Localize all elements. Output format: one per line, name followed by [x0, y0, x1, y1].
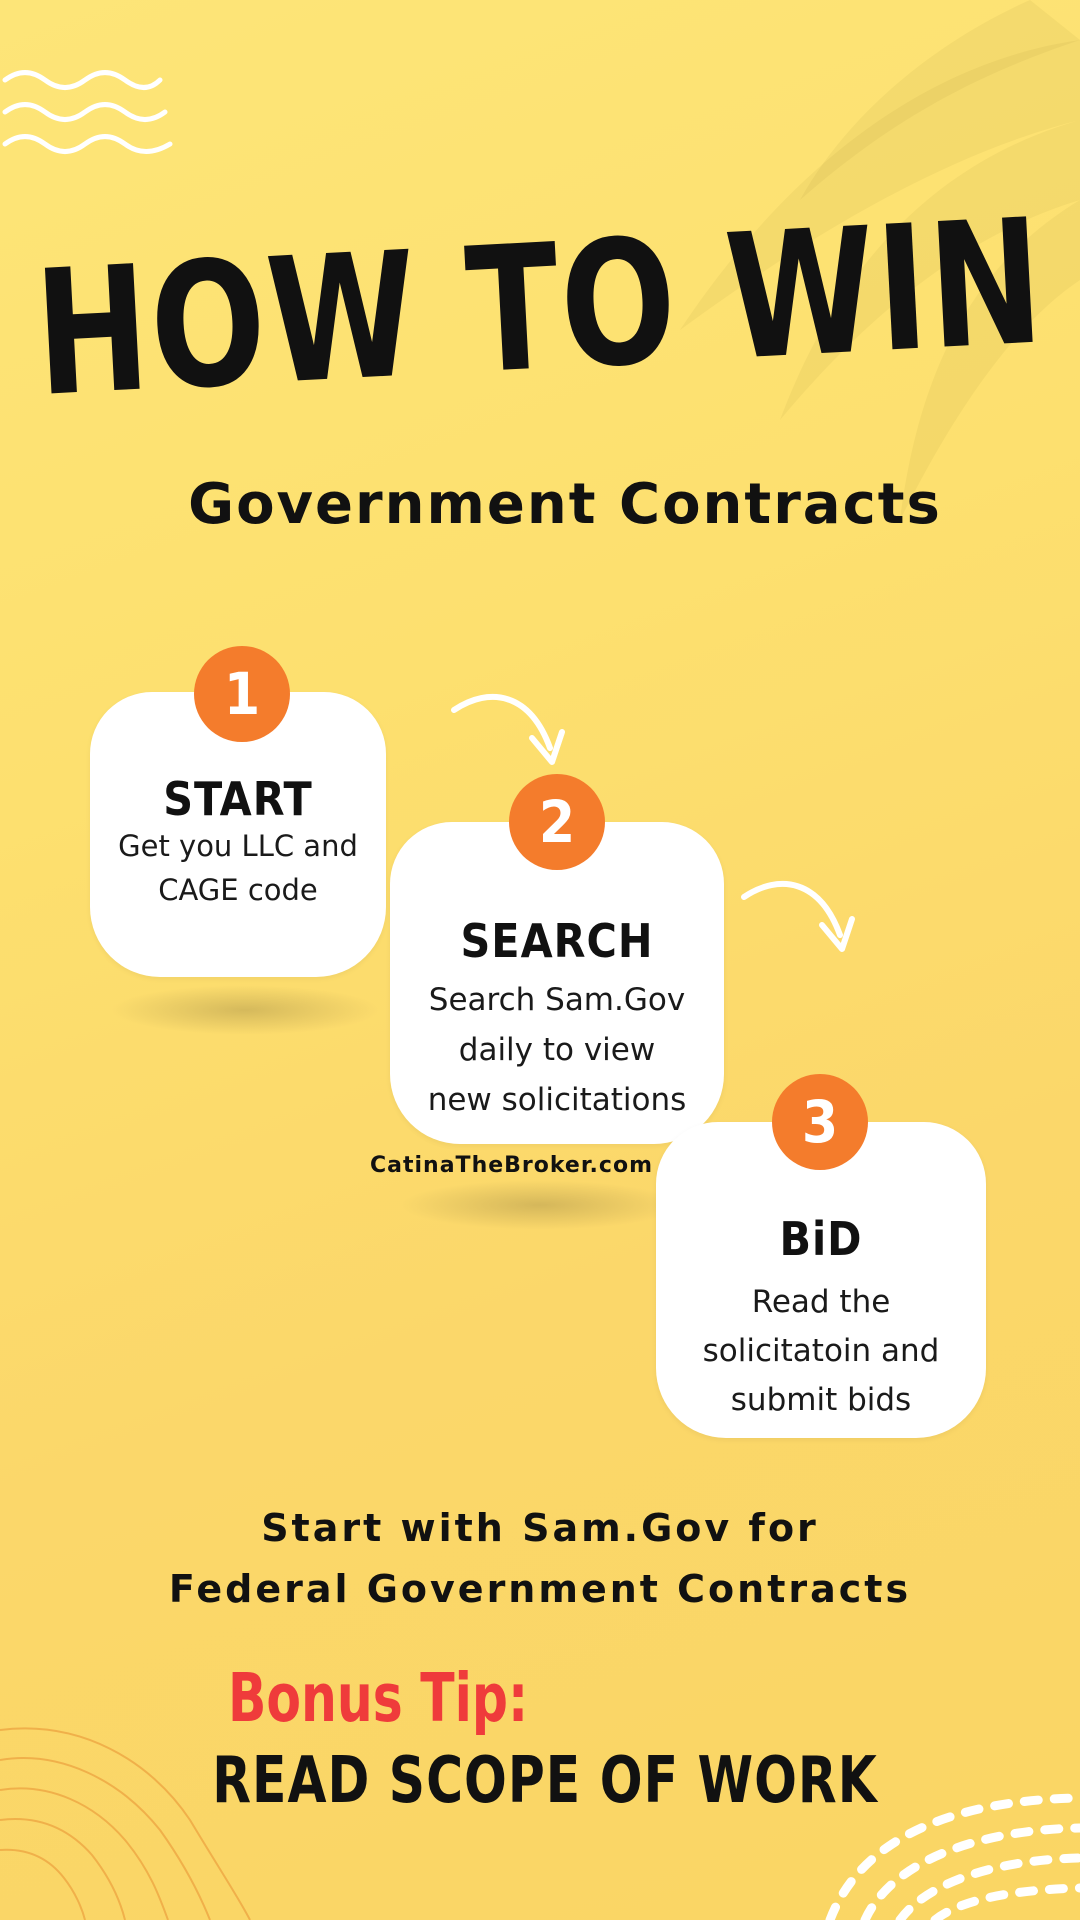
- subtitle: Government Contracts: [188, 472, 942, 537]
- step-number-badge: 3: [772, 1074, 868, 1170]
- step-card-search: [390, 822, 724, 1144]
- dashed-arcs-decoration: [825, 1793, 1080, 1920]
- bonus-tip-text: READ SCOPE OF WORK: [212, 1743, 878, 1818]
- step-title: START: [163, 772, 313, 826]
- step-description-line: new solicitations: [427, 1082, 687, 1118]
- step-number-badge: 2: [509, 774, 605, 870]
- step-card-bid: [656, 1122, 986, 1438]
- step-description-line: Read the: [751, 1284, 891, 1320]
- step-description-line: Search Sam.Gov: [428, 982, 686, 1018]
- step-title: SEARCH: [460, 914, 654, 968]
- step-description-line: daily to view: [458, 1032, 656, 1068]
- step-description: Search Sam.Gov daily to view new solicit…: [390, 975, 724, 1125]
- wave-lines-decoration: [2, 70, 173, 154]
- contour-lines-decoration: [0, 1727, 251, 1920]
- step-description-line: Get you LLC and: [118, 829, 358, 863]
- step-description-line: solicitatoin and: [702, 1333, 940, 1369]
- website-url: CatinaTheBroker.com: [370, 1153, 653, 1178]
- card-shadow: [110, 985, 380, 1035]
- step-description: Read the solicitatoin and submit bids: [656, 1278, 986, 1425]
- cta-line: Start with Sam.Gov for: [261, 1506, 819, 1550]
- step-description-line: CAGE code: [158, 873, 318, 907]
- step-title: BiD: [779, 1212, 863, 1266]
- cta-line: Federal Government Contracts: [168, 1567, 912, 1611]
- curved-arrow-icon: [741, 880, 855, 952]
- palm-leaf-shadow: [680, 0, 1080, 520]
- step-description: Get you LLC and CAGE code: [90, 824, 386, 912]
- step-description-line: submit bids: [730, 1382, 912, 1418]
- card-shadow: [400, 1180, 680, 1230]
- curved-arrow-icon: [451, 693, 565, 765]
- bonus-tip-label: Bonus Tip:: [228, 1660, 529, 1738]
- step-number-badge: 1: [194, 646, 290, 742]
